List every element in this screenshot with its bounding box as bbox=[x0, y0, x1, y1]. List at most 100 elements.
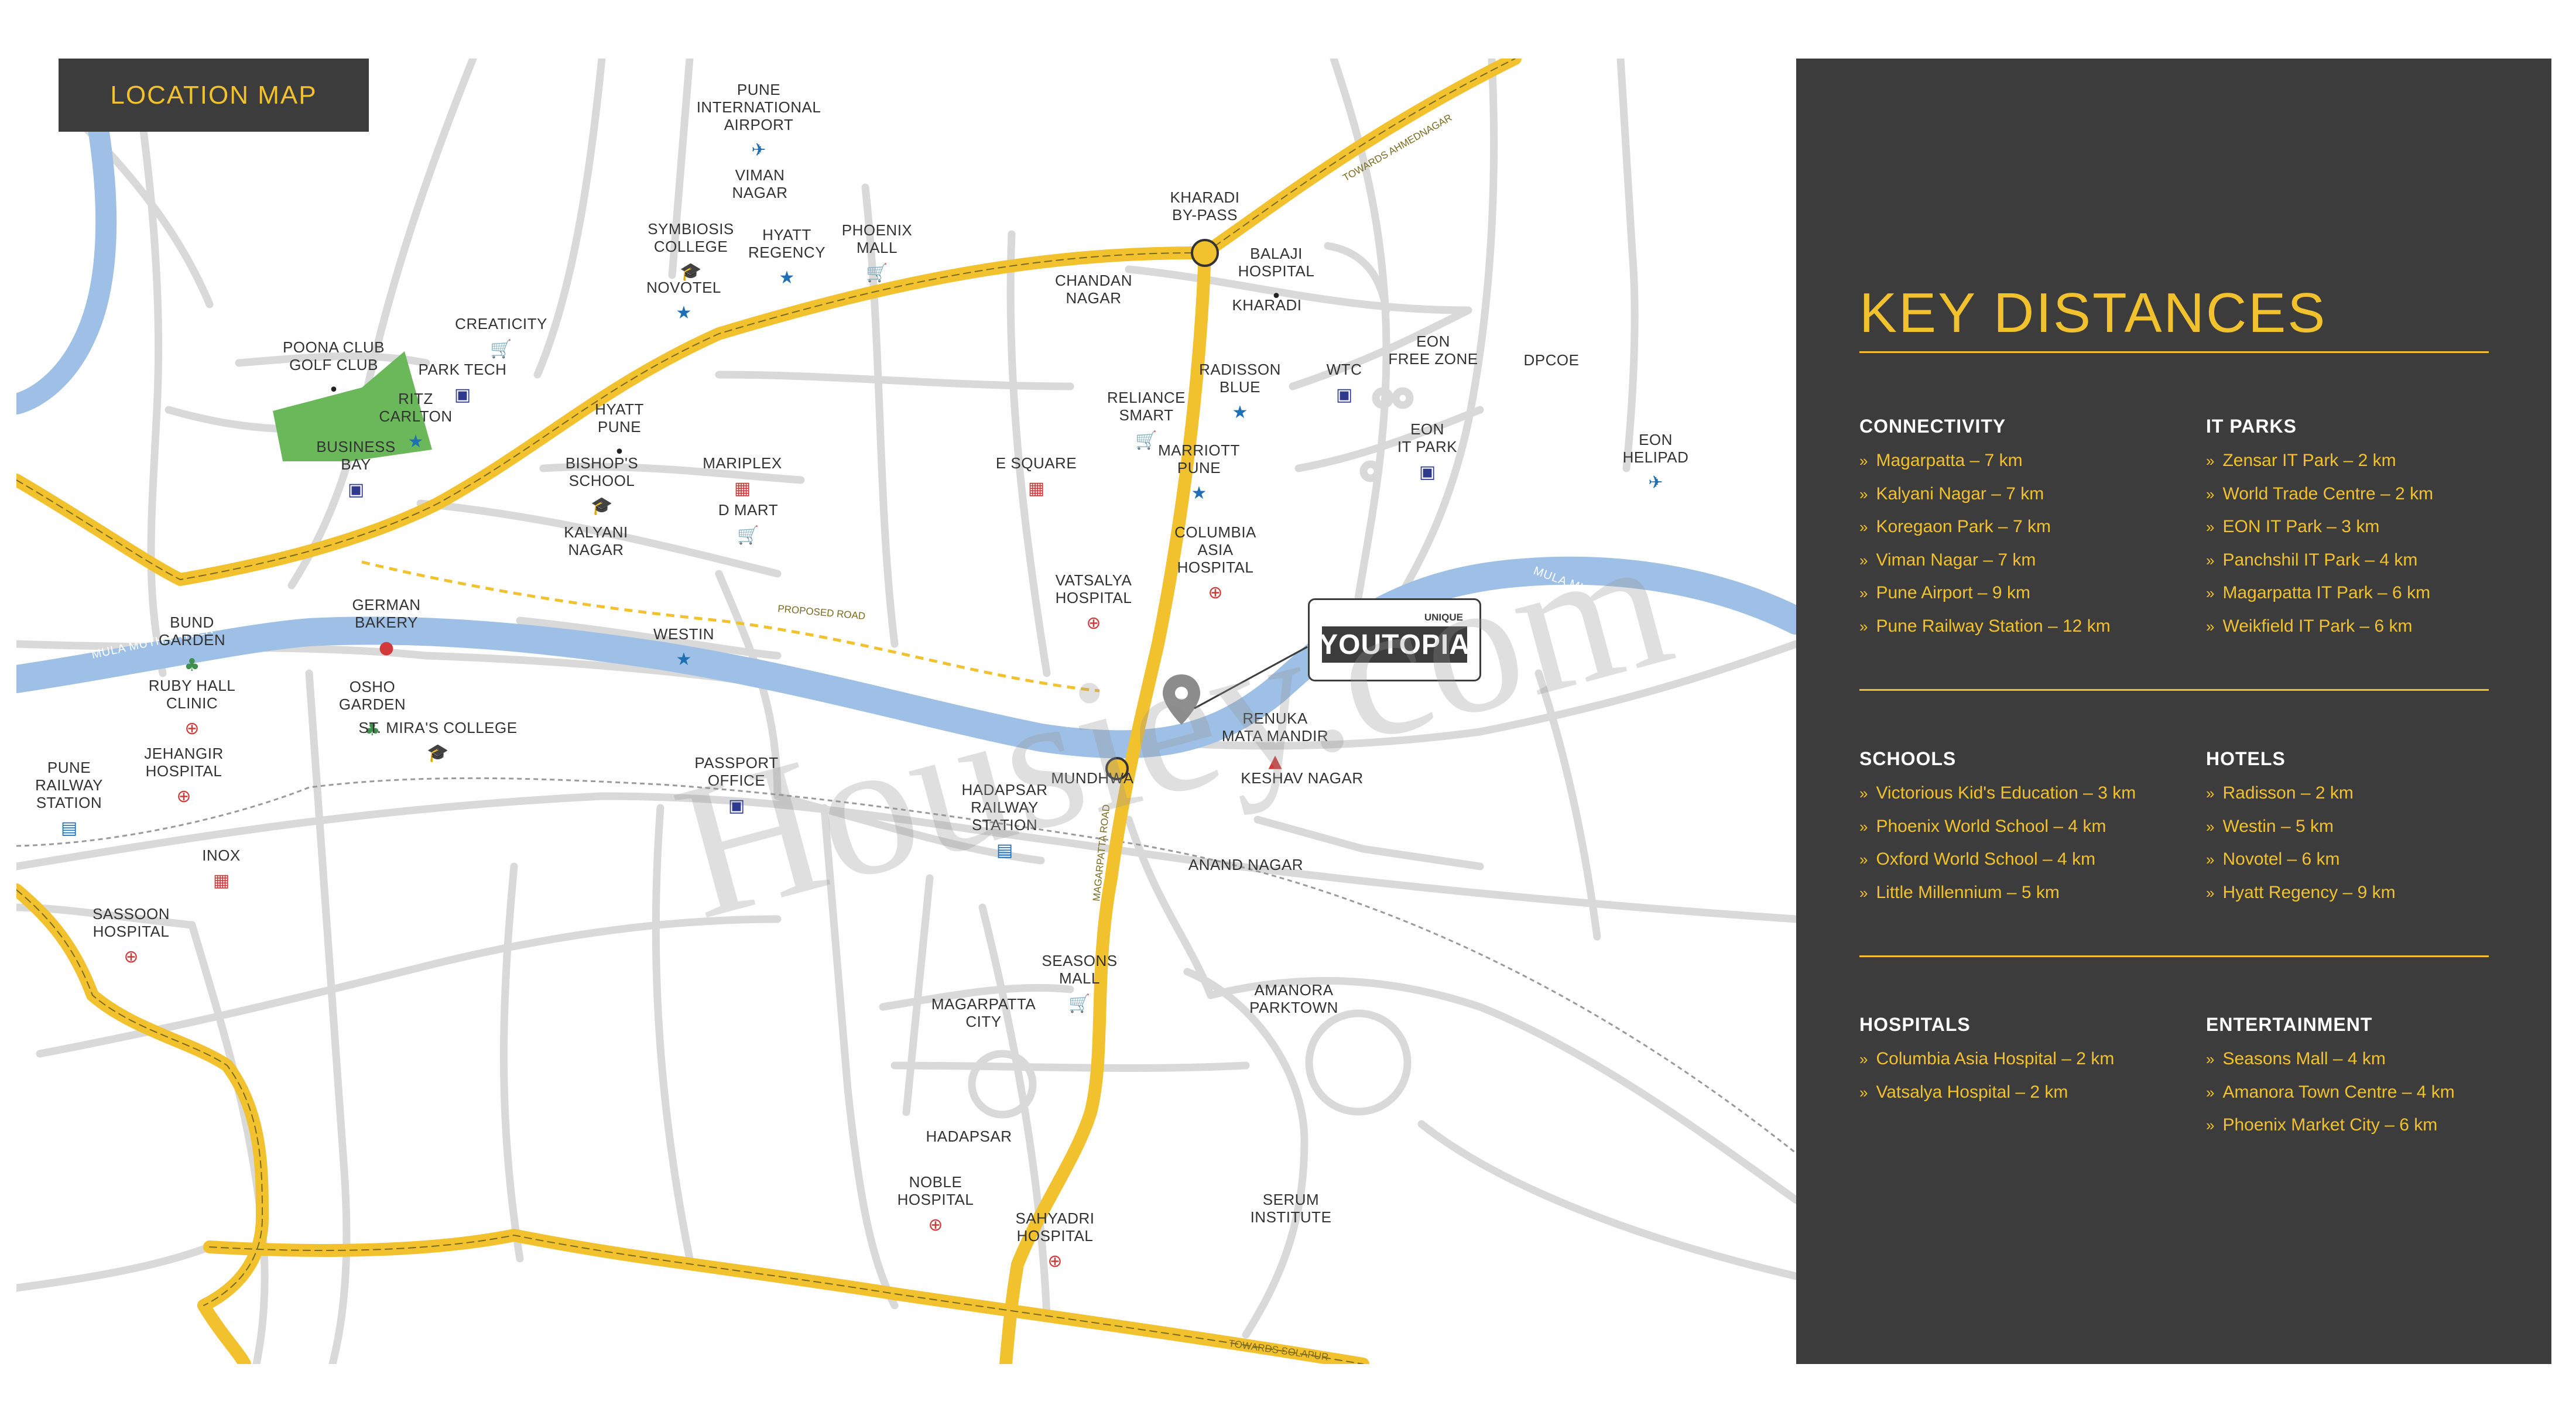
distance-text: Magarpatta IT Park – 6 km bbox=[2222, 583, 2431, 602]
place-label: HADAPSAR bbox=[961, 781, 1047, 799]
distance-text: Panchshil IT Park – 4 km bbox=[2222, 550, 2418, 570]
place-d-mart: D MART🛒 bbox=[718, 501, 778, 546]
place-label: AMANORA bbox=[1255, 981, 1334, 999]
place-label: VATSALYA bbox=[1056, 571, 1132, 589]
mall-icon: 🛒 bbox=[490, 338, 512, 359]
chevron-icon: » bbox=[2206, 617, 2215, 635]
distance-item: »Amanora Town Centre – 4 km bbox=[2206, 1076, 2522, 1109]
golf-club-area bbox=[273, 351, 432, 461]
place-label: INSTITUTE bbox=[1251, 1208, 1332, 1226]
distance-text: Seasons Mall – 4 km bbox=[2222, 1049, 2386, 1068]
hospital-icon: ⊕ bbox=[124, 947, 138, 967]
place-label: OSHO bbox=[350, 678, 396, 695]
chevron-icon: » bbox=[2206, 584, 2215, 602]
place-keshav-nagar: KESHAV NAGAR bbox=[1241, 769, 1363, 787]
section-heading: ENTERTAINMENT bbox=[2206, 1014, 2373, 1035]
section-hotels: HOTELS»Radisson – 2 km»Westin – 5 km»Nov… bbox=[2206, 748, 2522, 909]
place-label: ASIA bbox=[1197, 541, 1233, 558]
place-hadapsar: HADAPSAR bbox=[926, 1128, 1012, 1145]
distance-text: Pune Airport – 9 km bbox=[1876, 583, 2030, 602]
distance-item: »Westin – 5 km bbox=[2206, 810, 2522, 844]
place-label: FREE ZONE bbox=[1388, 350, 1478, 368]
distance-item: »Magarpatta – 7 km bbox=[1859, 444, 2176, 478]
chevron-icon: » bbox=[2206, 784, 2215, 802]
place-label: KHARADI bbox=[1232, 296, 1301, 314]
place-label: MATA MANDIR bbox=[1222, 727, 1328, 745]
mall-icon: 🛒 bbox=[866, 262, 888, 283]
distance-text: World Trade Centre – 2 km bbox=[2222, 484, 2434, 503]
place-inox: INOX▦ bbox=[202, 847, 241, 891]
distance-text: Pune Railway Station – 12 km bbox=[1876, 616, 2111, 636]
distance-item: »EON IT Park – 3 km bbox=[2206, 510, 2522, 544]
place-label: WTC bbox=[1327, 361, 1362, 378]
restaurant-icon: ● bbox=[379, 638, 394, 658]
road-label-proposed: PROPOSED ROAD bbox=[777, 603, 866, 622]
section-connectivity: CONNECTIVITY»Magarpatta – 7 km»Kalyani N… bbox=[1859, 416, 2176, 643]
distance-text: Victorious Kid's Education – 3 km bbox=[1876, 783, 2136, 803]
place-label: COLLEGE bbox=[654, 238, 728, 255]
place-park-tech: PARK TECH▣ bbox=[419, 361, 506, 405]
school-icon: 🎓 bbox=[591, 496, 612, 516]
place-label: INOX bbox=[202, 847, 241, 864]
place-dpcoe: DPCOE bbox=[1524, 351, 1579, 369]
road-label-solapur: TOWARDS SOLAPUR bbox=[1228, 1338, 1329, 1363]
place-label: STATION bbox=[36, 794, 102, 811]
place-label: COLUMBIA bbox=[1174, 523, 1256, 541]
chevron-icon: » bbox=[1859, 1083, 1868, 1101]
hospital-icon: ⊕ bbox=[1208, 582, 1222, 603]
office-icon: ▣ bbox=[728, 796, 745, 816]
place-label: PHOENIX bbox=[842, 221, 913, 239]
chevron-icon: » bbox=[2206, 817, 2215, 835]
distance-text: Weikfield IT Park – 6 km bbox=[2222, 616, 2413, 636]
distance-text: Novotel – 6 km bbox=[2222, 849, 2340, 869]
pin-connector bbox=[1194, 646, 1308, 710]
project-pin-icon bbox=[1163, 674, 1200, 725]
chevron-icon: » bbox=[1859, 485, 1868, 503]
school-icon: 🎓 bbox=[427, 743, 448, 763]
railway-line bbox=[16, 777, 1796, 1154]
distance-text: Phoenix Market City – 6 km bbox=[2222, 1115, 2438, 1135]
place-label: NOBLE bbox=[909, 1173, 962, 1191]
location-map: TOWARDS AHMEDNAGAR TOWARDS SOLAPUR MAGAR… bbox=[16, 59, 1796, 1364]
chevron-icon: » bbox=[1859, 784, 1868, 802]
hospital-icon: ⊕ bbox=[1047, 1251, 1062, 1272]
mall-icon: 🛒 bbox=[1068, 993, 1090, 1014]
distance-text: Magarpatta – 7 km bbox=[1876, 451, 2023, 470]
place-label: BUND bbox=[170, 614, 214, 631]
distance-text: Oxford World School – 4 km bbox=[1876, 849, 2096, 869]
dot-icon: • bbox=[614, 442, 625, 462]
distance-item: »Zensar IT Park – 2 km bbox=[2206, 444, 2522, 478]
place-label: PASSPORT bbox=[694, 754, 778, 772]
place-label: JEHANGIR bbox=[144, 745, 223, 762]
place-anand-nagar: ANAND NAGAR bbox=[1188, 856, 1303, 873]
place-label: ST. MIRA'S COLLEGE bbox=[358, 719, 517, 736]
hotel-icon: ★ bbox=[1232, 402, 1248, 423]
distance-item: »Koregaon Park – 7 km bbox=[1859, 510, 2176, 544]
place-label: RITZ bbox=[398, 390, 433, 407]
place-label: CLINIC bbox=[166, 694, 218, 712]
distance-item: »Phoenix Market City – 6 km bbox=[2206, 1109, 2522, 1142]
place-label: CARLTON bbox=[379, 407, 452, 425]
distance-item: » Novotel – 6 km bbox=[2206, 843, 2522, 876]
place-label: D MART bbox=[718, 501, 778, 519]
place-e-square: E SQUARE▦ bbox=[996, 454, 1077, 499]
chevron-icon: » bbox=[2206, 851, 2215, 868]
garden-icon: ♣ bbox=[365, 719, 381, 740]
distance-text: Zensar IT Park – 2 km bbox=[2222, 451, 2396, 470]
distance-item: »Little Millennium – 5 km bbox=[1859, 876, 2176, 910]
distance-text: Viman Nagar – 7 km bbox=[1876, 550, 2036, 570]
place-label: STATION bbox=[972, 816, 1037, 834]
distance-item: »Phoenix World School – 4 km bbox=[1859, 810, 2176, 844]
section-schools: SCHOOLS»Victorious Kid's Education – 3 k… bbox=[1859, 748, 2176, 909]
place-label: MARIPLEX bbox=[703, 454, 782, 472]
office-icon: ▣ bbox=[348, 479, 364, 500]
distance-item: » Weikfield IT Park – 6 km bbox=[2206, 610, 2522, 643]
